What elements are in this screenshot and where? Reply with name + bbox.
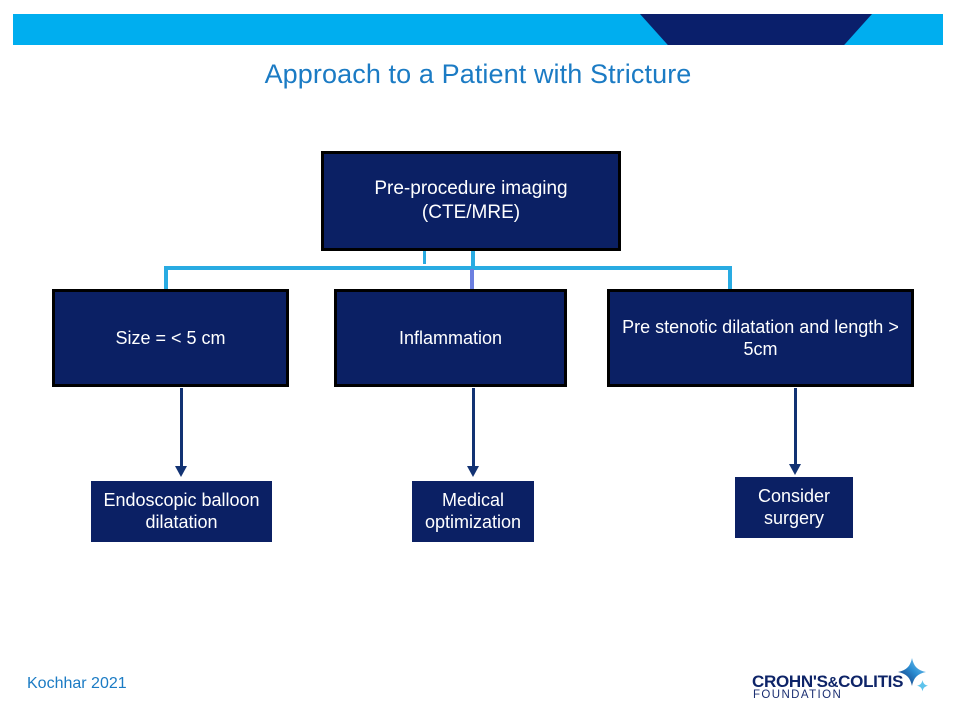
flow-node-action-surgery: Consider surgery <box>735 477 853 538</box>
flow-node-condition-size: Size = < 5 cm <box>52 289 289 387</box>
connector-drop-left <box>164 266 168 290</box>
connector-root-drop <box>471 251 475 269</box>
flow-node-condition-inflammation-label: Inflammation <box>398 327 503 348</box>
flow-node-condition-inflammation: Inflammation <box>334 289 567 387</box>
arrow-head-medical <box>467 466 479 477</box>
connector-horizontal-bus <box>164 266 732 270</box>
flow-node-action-endoscopic: Endoscopic balloon dilatation <box>91 481 272 542</box>
flow-node-condition-size-label: Size = < 5 cm <box>115 327 226 348</box>
logo-wordmark: CROHN'S&COLITIS <box>752 672 903 692</box>
logo-word-crohns: CROHN'S <box>752 672 828 691</box>
logo-subtext: FOUNDATION <box>753 689 843 701</box>
crohns-colitis-foundation-logo: CROHN'S&COLITIS FOUNDATION <box>752 658 932 704</box>
arrow-line-medical <box>472 388 475 468</box>
sparkle-star-icon <box>892 656 932 696</box>
flow-node-action-surgery-label: Consider surgery <box>757 485 831 528</box>
page-title: Approach to a Patient with Stricture <box>264 59 692 89</box>
flow-node-action-medical: Medical optimization <box>412 481 534 542</box>
flow-node-condition-prestenotic-label: Pre stenotic dilatation and length > 5cm <box>622 316 899 360</box>
header-hexagon-shape <box>640 14 872 45</box>
connector-drop-middle <box>470 269 474 291</box>
logo-word-colitis: COLITIS <box>838 672 904 691</box>
arrow-line-endoscopic <box>180 388 183 468</box>
arrow-line-surgery <box>794 388 797 466</box>
flow-node-root-label: Pre-procedure imaging (CTE/MRE) <box>374 178 568 223</box>
connector-root-stub <box>423 251 426 264</box>
arrow-head-endoscopic <box>175 466 187 477</box>
flow-node-action-endoscopic-label: Endoscopic balloon dilatation <box>103 489 260 532</box>
flow-node-action-medical-label: Medical optimization <box>424 489 522 532</box>
citation-text: Kochhar 2021 <box>27 675 127 692</box>
flow-node-condition-prestenotic: Pre stenotic dilatation and length > 5cm <box>607 289 914 387</box>
logo-ampersand: & <box>827 674 839 691</box>
arrow-head-surgery <box>789 464 801 475</box>
flow-node-root: Pre-procedure imaging (CTE/MRE) <box>321 151 621 251</box>
connector-drop-right <box>728 266 732 290</box>
